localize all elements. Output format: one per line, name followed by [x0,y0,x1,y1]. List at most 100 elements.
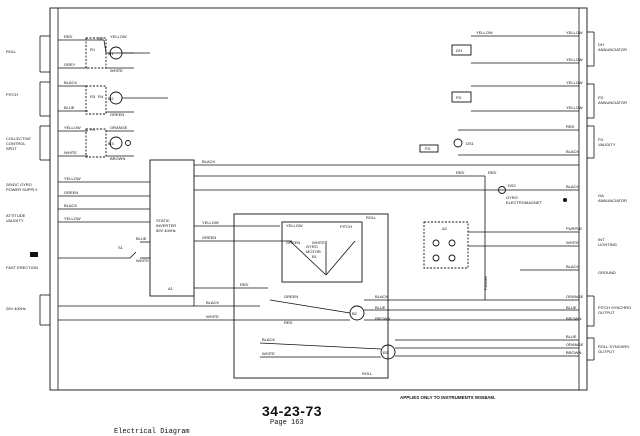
roll-motor-section: RED GREY R1 R2 YELLOW WHITE M1 [58,34,150,73]
wire-label: YELLOW [566,30,583,35]
wire-label: WHITE [110,68,123,73]
wire-label: BROWN [566,350,581,355]
m2-label: M2 [108,96,114,101]
wire-label: BROWN [375,316,390,321]
wire-label: BLACK [566,149,579,154]
m3-label: M3 [108,141,114,146]
gyro-motor-label-2: MOTOR [306,249,321,254]
left-bracket-ticks [39,35,50,326]
wire-label: PURPLE [566,226,582,231]
inverter-label-2: INVERTER [156,223,176,228]
label-int-1: INT [598,237,605,242]
wire-label: YELLOW [64,125,81,130]
b1-label: B1 [312,254,318,259]
wire-label: RED [566,124,575,129]
wire-label: WHITE [312,240,325,245]
fd-validity-circuit: DS1 FD [419,129,579,156]
motor-m3-symbol [109,136,123,150]
wire-label: BLACK [64,203,77,208]
wire-label: BLACK [566,184,579,189]
label-dh-2: ANNUNCIATOR [598,47,627,52]
ga-annunciator-circuit: DS2 GYRO ELECTROMAGNET [498,183,567,205]
roll-box-label: ROLL [366,215,377,220]
lighting-a2: A2 [423,176,579,300]
wire-label: WHITE [262,351,275,356]
label-int-2: LIGHTING [598,242,617,247]
wire-label: BLACK [262,337,275,342]
wire-label: YELLOW [202,220,219,225]
resistor-r1-box [85,37,107,69]
inverter-input-wires [58,181,150,259]
wire-label: BLUE [566,305,577,310]
dh-lamp-label: DH [456,48,462,53]
wire-label: WHITE [566,240,579,245]
label-spdt: SPDT [6,146,17,151]
page-title: Electrical Diagram [114,428,190,436]
fd-lamp-label: FD [456,95,461,100]
label-pitch: PITCH [6,92,18,97]
wire-label: GREEN [64,190,78,195]
resistor-r3-box [85,85,107,115]
r2-label: R2 [98,36,104,41]
label-attitude-1: ATTITUDE [6,213,26,218]
collective-resistor-box [85,128,107,158]
inverter-output-wires [194,164,579,289]
s1-label: S1 [118,245,124,250]
wire-label: GREEN [202,235,216,240]
wire-label: RED [284,320,293,325]
label-fd-1: FD [598,95,603,100]
wire-label: RED [64,34,73,39]
wire-label: YELLOW [476,30,493,35]
diagram-frame [49,7,588,391]
wire-label: YELLOW [566,105,583,110]
inverter-label-3: 50V 400Hz [156,228,176,233]
synchro-b2: B2 [260,299,579,321]
wire-label: YELLOW [64,216,81,221]
wire-label: BLUE [64,105,75,110]
wire-label: BLUE [136,236,147,241]
gyro-electromagnet-2: ELECTROMAGNET [506,200,543,205]
r1-label: R1 [90,47,96,52]
wire-label: BLUE [375,305,386,310]
r4-label: R4 [98,94,104,99]
wire-label: YELLOW [566,57,583,62]
label-roll-synchro-1: ROLL SYNCHRO [598,344,629,349]
wire-label: GREEN [110,112,124,117]
fd-annunciator-circuit: FD [451,85,579,112]
label-ga-2: ANNUNCIATOR [598,198,627,203]
pitch-box-label: PITCH [340,224,352,229]
label-pitch-synchro-1: PITCH SYNCHRO [598,305,631,310]
wire-label: WHITE [136,258,149,263]
wire-label: RED [456,170,465,175]
label-pitch-synchro-2: OUTPUT [598,310,615,315]
wire-label: ORANGE [566,342,584,347]
wire-label: GREY [64,62,76,67]
gyro-electromagnet-1: GYRO [506,195,518,200]
wire-label: BLUE [566,334,577,339]
m1-label: M1 [108,51,114,56]
ac-power-wires [58,296,260,321]
label-ga-1: GA [598,193,604,198]
wire-label: BROWN [566,316,581,321]
label-ground: GROUND [598,270,616,275]
label-ac-power: 26V 400Hz [6,306,26,311]
wire-label: BROWN [110,156,125,161]
wire-label: YELLOW [110,34,127,39]
label-fd-validity-1: FD [598,137,603,142]
label-collective: COLLECTIVE [6,136,31,141]
right-bracket-ticks [587,31,595,361]
wire-label: RED [240,282,249,287]
wire-label: WHITE [64,150,77,155]
wire-label: GREEN [284,294,298,299]
wire-label: YELLOW [566,80,583,85]
wire-label: YELLOW [286,223,303,228]
pitch-motor-section: BLACK BLUE R3 R4 M2 GREEN [58,80,168,117]
label-fd-2: ANNUNCIATOR [598,100,627,105]
a2-label: A2 [442,226,448,231]
wire-label: BLACK [202,159,215,164]
pushbutton-icon [30,252,38,257]
collective-motor-section: YELLOW WHITE R1 M3 ORANGE BROWN [58,125,134,161]
label-roll: ROLL [6,49,17,54]
frame-label: FRAME [483,276,488,290]
